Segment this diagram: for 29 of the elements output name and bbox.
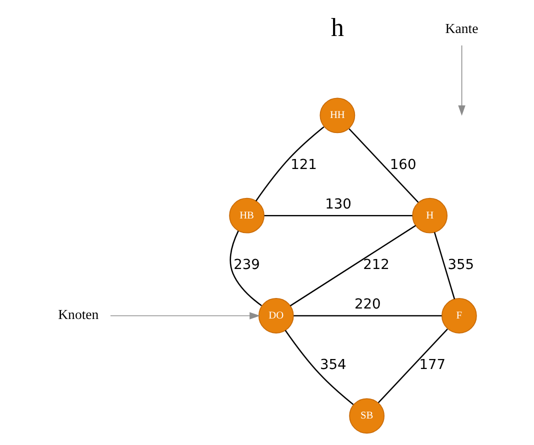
edge-label: 130 [324, 196, 351, 213]
node-text: Knoten [58, 307, 98, 322]
connector [433, 232, 455, 300]
edge-label: 355 [447, 256, 474, 273]
label: h [330, 12, 344, 42]
node-circle: SB [348, 398, 384, 434]
edge-label: 121 [290, 156, 316, 173]
node-circle: DO [258, 298, 294, 334]
edge-label: 220 [354, 296, 380, 313]
connector [264, 214, 412, 216]
node-circle: F [440, 298, 476, 334]
edge-label: 177 [418, 357, 446, 374]
node-circle: HH [319, 98, 355, 134]
arrow [110, 312, 260, 320]
node-circle: HB [228, 198, 264, 234]
node-circle: H [412, 198, 448, 234]
edge-label: 239 [233, 256, 260, 273]
edge-label: 160 [389, 156, 416, 173]
edge-label: 212 [362, 256, 389, 273]
connector [254, 126, 324, 202]
connector [289, 225, 416, 306]
connector [284, 330, 354, 405]
arrow [458, 45, 465, 116]
connector [377, 328, 448, 404]
connector [293, 315, 442, 316]
edge-label: 354 [319, 357, 346, 374]
connector [229, 230, 262, 306]
connector [348, 128, 418, 203]
node-text: Kante [444, 20, 478, 36]
